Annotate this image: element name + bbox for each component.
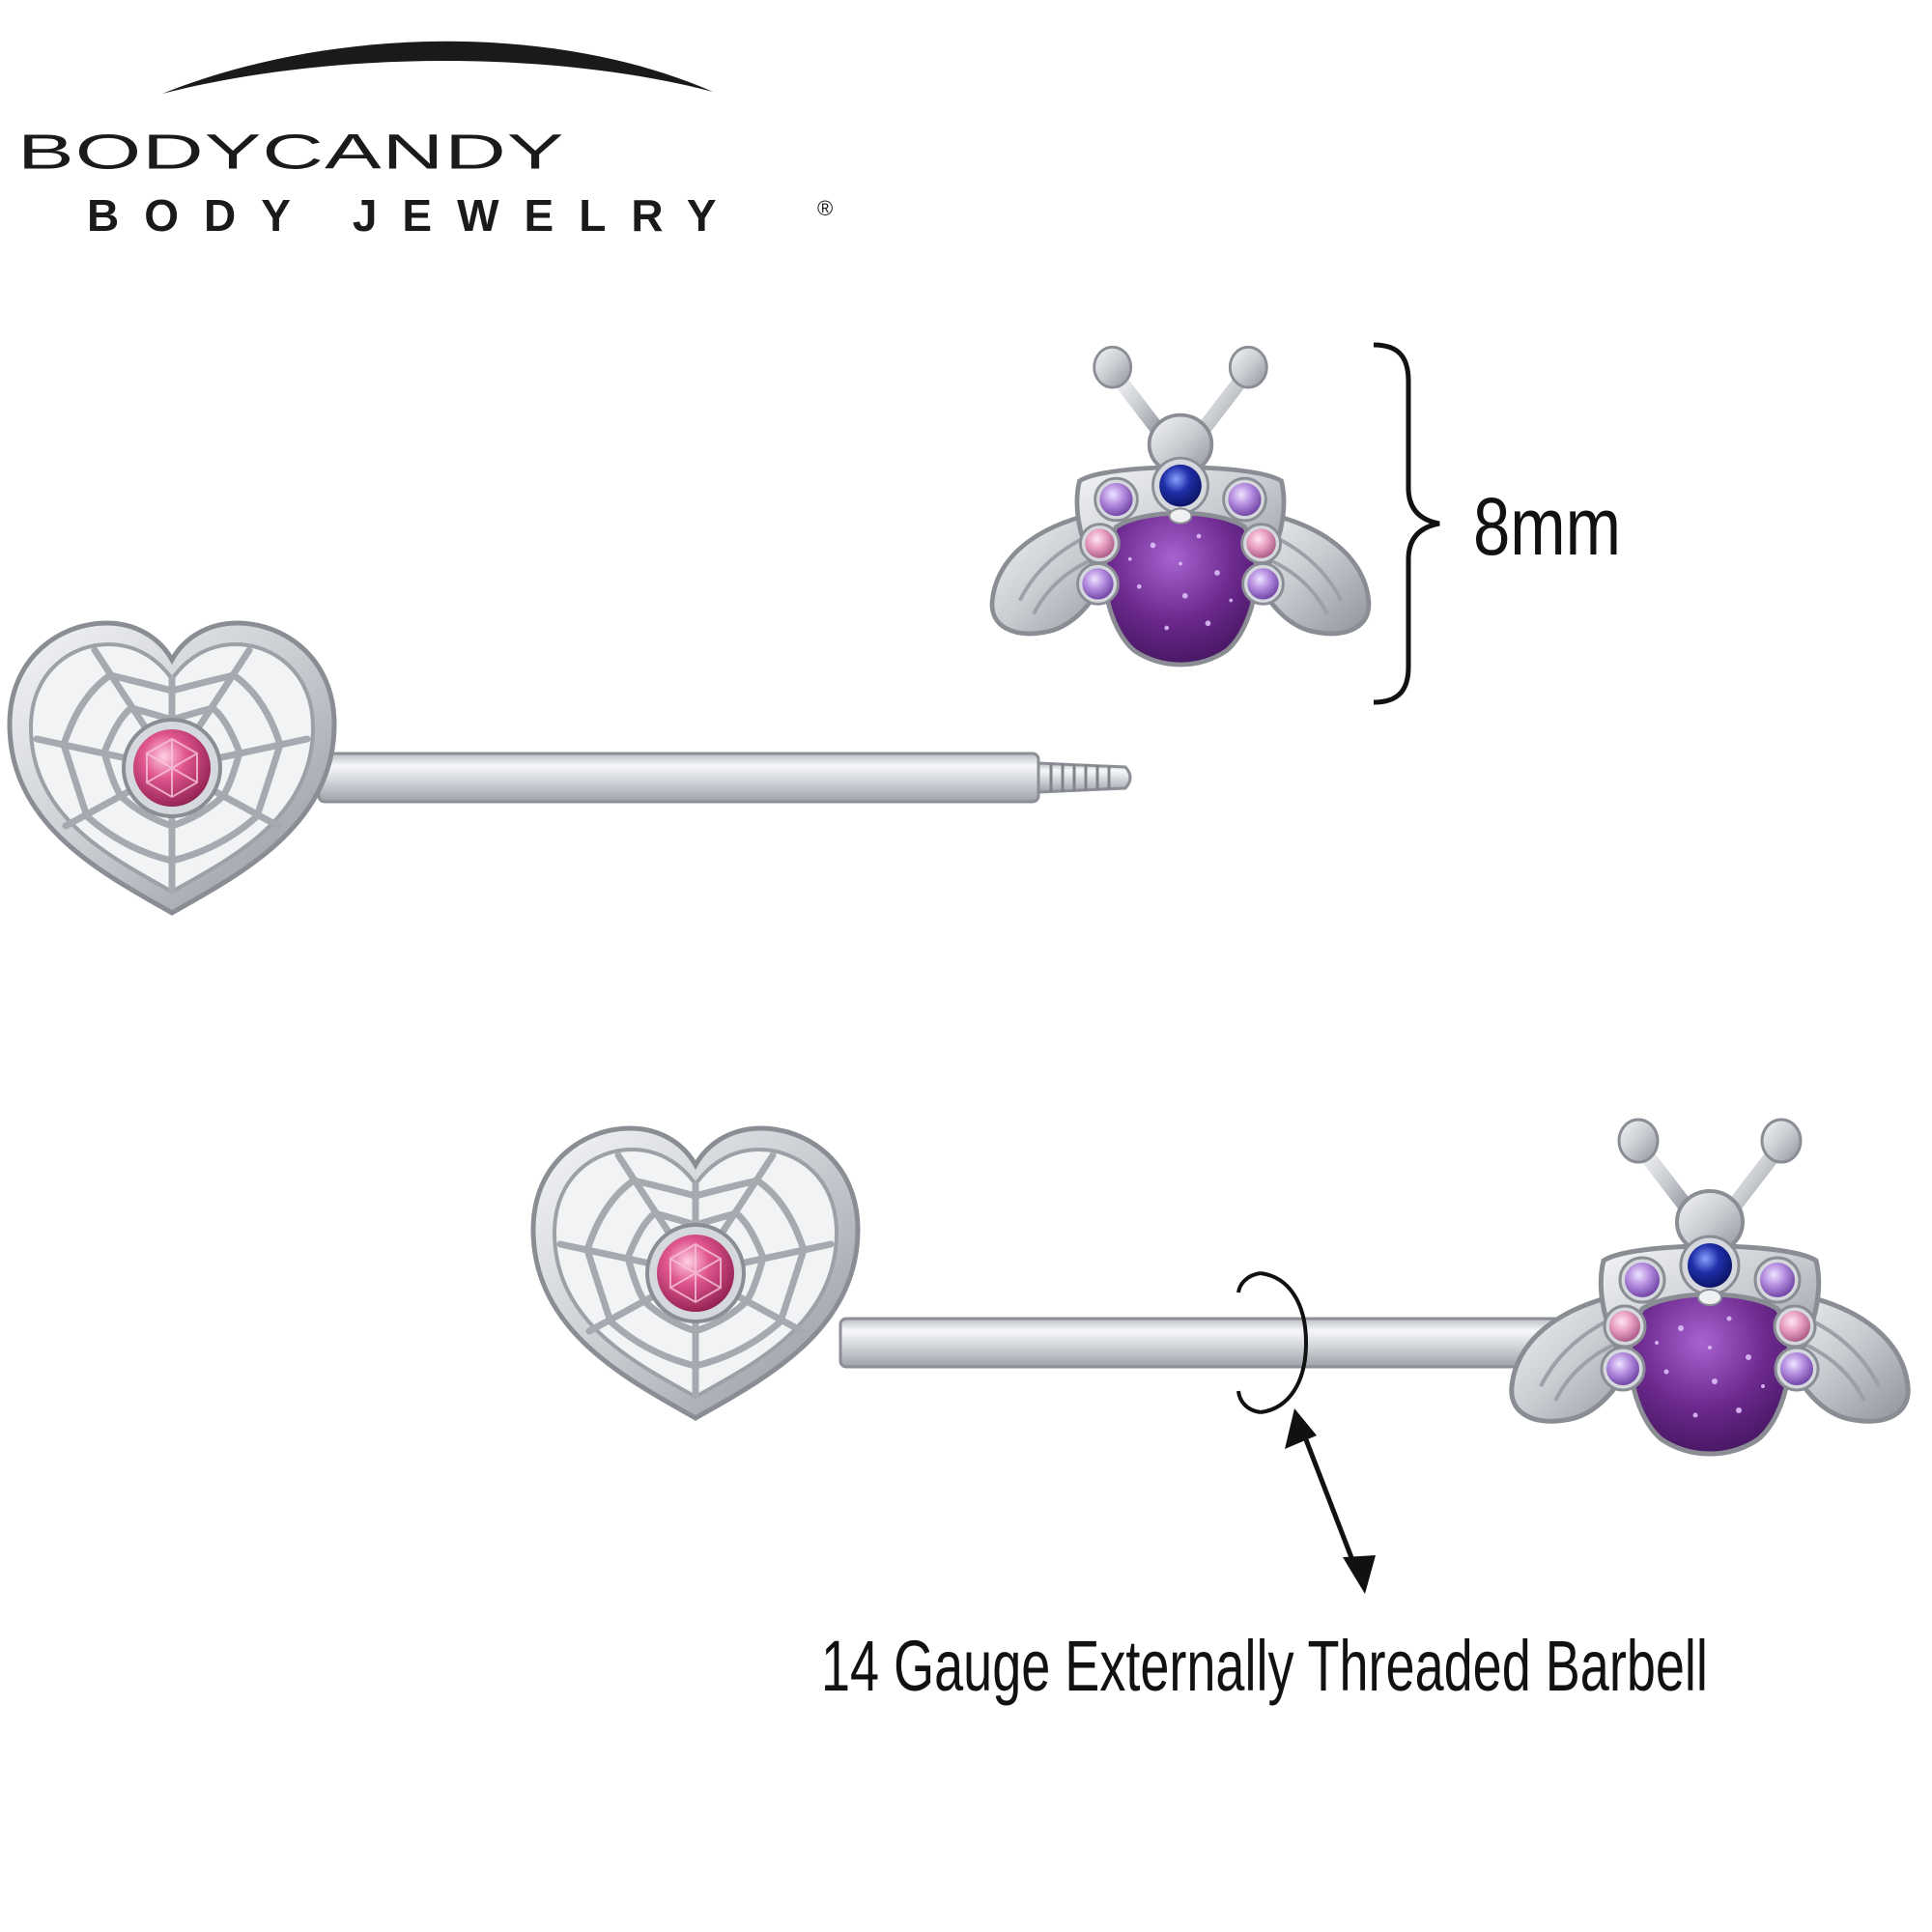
barbell-bar <box>838 1317 1577 1369</box>
brand-tagline: BODY JEWELRY <box>87 190 742 241</box>
barbell-bar <box>317 752 1040 804</box>
bug-charm <box>992 347 1369 665</box>
heart-web-end <box>10 623 334 913</box>
product-disassembled <box>10 342 1440 913</box>
product-assembled <box>533 1120 1908 1594</box>
double-arrow-icon <box>1285 1408 1376 1594</box>
dimension-brace <box>1373 342 1440 705</box>
gauge-ring-indicator <box>1260 1271 1309 1414</box>
brand-logo: BODYCANDY BODY JEWELRY ® <box>17 24 867 241</box>
logo-swoosh-icon <box>162 41 713 94</box>
size-label: 8mm <box>1473 481 1622 572</box>
barbell-spec-label: 14 Gauge Externally Threaded Barbell <box>821 1626 1708 1706</box>
bug-charm <box>1512 1120 1908 1454</box>
threaded-tip <box>1037 761 1132 794</box>
heart-web-end <box>533 1128 858 1418</box>
brand-name: BODYCANDY <box>17 124 565 180</box>
registered-mark: ® <box>817 196 834 220</box>
